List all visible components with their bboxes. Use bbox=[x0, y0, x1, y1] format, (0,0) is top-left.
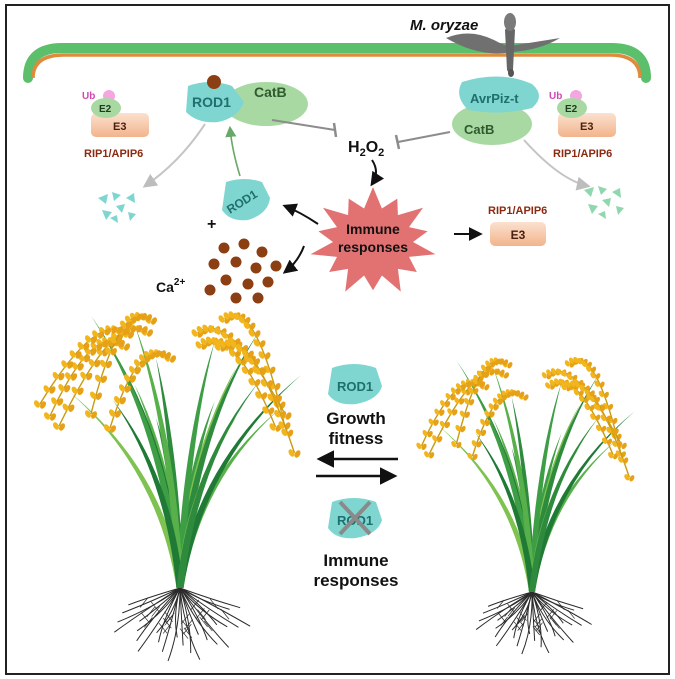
burst-label-line2: responses bbox=[338, 239, 408, 255]
leaves bbox=[69, 316, 302, 588]
immune-label-line2: responses bbox=[313, 571, 398, 590]
knockout-cross-icon bbox=[338, 500, 372, 536]
avrpiz-catb-complex: AvrPiz-t CatB bbox=[452, 76, 539, 145]
right-e3-complex: Ub E2 E3 RIP1/APIP6 bbox=[549, 90, 616, 160]
calcium-ions bbox=[204, 238, 282, 304]
rod1-label: ROD1 bbox=[192, 94, 231, 110]
catb-label-right: CatB bbox=[464, 122, 494, 137]
left-ub-label: Ub bbox=[82, 91, 95, 102]
rod1-recruit-arrow bbox=[225, 125, 241, 177]
roots bbox=[475, 591, 592, 655]
catb-shape-right bbox=[452, 103, 532, 145]
right-ub-label: Ub bbox=[549, 91, 562, 102]
rod1-shape bbox=[186, 82, 244, 123]
h2o2-to-burst-arrow bbox=[370, 159, 385, 187]
e3-product-name: RIP1/APIP6 bbox=[488, 205, 547, 217]
right-e2-shape bbox=[557, 98, 587, 118]
catb-label: CatB bbox=[254, 84, 287, 100]
right-degradation-arrow bbox=[523, 139, 591, 191]
left-e3-complex: Ub E2 E3 RIP1/APIP6 bbox=[82, 90, 149, 160]
plus-sign: + bbox=[207, 216, 216, 233]
catb-shape bbox=[224, 82, 308, 126]
calcium-label: Ca2+ bbox=[156, 277, 185, 295]
rice-plant-knockout bbox=[416, 356, 636, 655]
burst-label-line1: Immune bbox=[346, 221, 400, 237]
rice-plant-wildtype bbox=[33, 311, 302, 662]
burst-to-rod1-arrow bbox=[282, 203, 319, 225]
left-degradation-arrow bbox=[142, 123, 206, 188]
burst-to-calcium-arrow bbox=[282, 245, 305, 274]
calcium-main: Ca bbox=[156, 279, 174, 295]
growth-label-line2: fitness bbox=[329, 429, 384, 448]
cell-membrane bbox=[23, 43, 651, 83]
h2o2-o: O bbox=[366, 139, 378, 156]
inhibition-arrows bbox=[271, 119, 451, 150]
calcium-sup: 2+ bbox=[174, 277, 186, 288]
left-complex-name: RIP1/APIP6 bbox=[84, 148, 143, 160]
h2o2-label: H2O2 bbox=[348, 139, 384, 159]
right-e2-label: E2 bbox=[565, 104, 578, 115]
h2o2-sub-two: 2 bbox=[378, 147, 384, 159]
immune-burst-shape bbox=[310, 187, 436, 292]
left-degraded-fragments bbox=[98, 192, 136, 223]
right-degraded-fragments bbox=[584, 186, 624, 219]
h2o2-sub-one: 2 bbox=[360, 147, 366, 159]
left-e3-label: E3 bbox=[113, 121, 126, 133]
right-complex-name: RIP1/APIP6 bbox=[553, 148, 612, 160]
bottom-rod1: ROD1 bbox=[328, 364, 382, 405]
left-e2-label: E2 bbox=[99, 104, 112, 115]
immune-label-line1: Immune bbox=[323, 551, 388, 570]
e3-product-box bbox=[490, 222, 546, 246]
panicles bbox=[416, 356, 635, 482]
effector-shape bbox=[459, 76, 539, 113]
pathogen-label: M. oryzae bbox=[410, 17, 478, 34]
leaves bbox=[438, 360, 636, 592]
roots bbox=[114, 587, 251, 662]
rod1-catb-complex: ROD1 CatB bbox=[186, 75, 308, 126]
h2o2-h: H bbox=[348, 139, 360, 156]
effector-label: AvrPiz-t bbox=[470, 91, 519, 106]
bottom-rod1-knockout: ROD1 bbox=[328, 498, 382, 539]
bottom-rod1-label: ROD1 bbox=[337, 379, 373, 394]
right-e3-box bbox=[558, 113, 616, 137]
e3-product-label: E3 bbox=[511, 228, 526, 242]
panicles bbox=[33, 311, 301, 458]
free-rod1: ROD1 bbox=[222, 179, 270, 221]
calcium-ion-bound bbox=[207, 75, 221, 89]
right-e3-label: E3 bbox=[580, 121, 593, 133]
growth-label-line1: Growth bbox=[326, 409, 386, 428]
pathogen-icon bbox=[446, 13, 560, 77]
left-e2-shape bbox=[91, 98, 121, 118]
left-e3-box bbox=[91, 113, 149, 137]
